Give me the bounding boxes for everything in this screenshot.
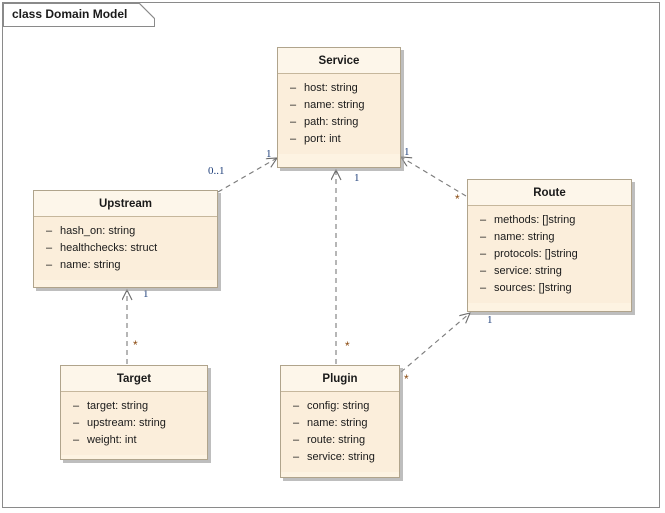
attribute-signature: target: string [87, 400, 149, 412]
attribute-row: – name: string [472, 229, 627, 246]
attribute-signature: weight: int [87, 434, 137, 446]
uml-class-service[interactable]: Service – host: string – name: string – … [277, 47, 401, 168]
attribute-row: – name: string [282, 97, 396, 114]
attribute-row: – protocols: []string [472, 246, 627, 263]
multiplicity-label: * [455, 192, 460, 206]
multiplicity-label: * [345, 339, 350, 353]
visibility-marker: – [289, 116, 297, 128]
attribute-row: – config: string [285, 398, 395, 415]
attribute-signature: upstream: string [87, 417, 166, 429]
attribute-row: – hash_on: string [38, 223, 213, 240]
visibility-marker: – [72, 400, 80, 412]
attribute-signature: name: string [307, 417, 368, 429]
attribute-signature: port: int [304, 133, 341, 145]
attribute-row: – methods: []string [472, 212, 627, 229]
class-attributes-plugin: – config: string – name: string – route:… [281, 392, 399, 472]
attribute-signature: methods: []string [494, 214, 576, 226]
attribute-signature: path: string [304, 116, 359, 128]
attribute-signature: name: string [60, 259, 121, 271]
visibility-marker: – [292, 434, 300, 446]
uml-class-route[interactable]: Route – methods: []string – name: string… [467, 179, 632, 312]
class-attributes-target: – target: string – upstream: string – we… [61, 392, 207, 455]
class-name-plugin: Plugin [281, 366, 399, 392]
attribute-row: – upstream: string [65, 415, 203, 432]
multiplicity-label: 0..1 [208, 165, 225, 177]
attribute-row: – path: string [282, 114, 396, 131]
visibility-marker: – [479, 265, 487, 277]
attribute-signature: healthchecks: struct [60, 242, 158, 254]
visibility-marker: – [292, 451, 300, 463]
attribute-row: – host: string [282, 80, 396, 97]
visibility-marker: – [292, 417, 300, 429]
class-name-route: Route [468, 180, 631, 206]
multiplicity-label: * [133, 338, 138, 352]
attribute-signature: protocols: []string [494, 248, 578, 260]
attribute-row: – service: string [472, 263, 627, 280]
attribute-signature: host: string [304, 82, 358, 94]
visibility-marker: – [479, 248, 487, 260]
class-name-target: Target [61, 366, 207, 392]
multiplicity-label: 1 [143, 288, 149, 300]
visibility-marker: – [72, 417, 80, 429]
class-name-upstream: Upstream [34, 191, 217, 217]
attribute-signature: route: string [307, 434, 366, 446]
visibility-marker: – [289, 133, 297, 145]
multiplicity-label: 1 [404, 146, 410, 158]
visibility-marker: – [479, 214, 487, 226]
diagram-title-label: class Domain Model [12, 7, 128, 21]
class-attributes-route: – methods: []string – name: string – pro… [468, 206, 631, 303]
diagram-title-tab: class Domain Model [3, 3, 155, 27]
multiplicity-label: 1 [266, 148, 272, 160]
attribute-row: – route: string [285, 432, 395, 449]
uml-class-target[interactable]: Target – target: string – upstream: stri… [60, 365, 208, 460]
visibility-marker: – [292, 400, 300, 412]
attribute-row: – name: string [38, 257, 213, 274]
visibility-marker: – [72, 434, 80, 446]
attribute-row: – sources: []string [472, 280, 627, 297]
attribute-row: – weight: int [65, 432, 203, 449]
attribute-signature: name: string [494, 231, 555, 243]
visibility-marker: – [45, 259, 53, 271]
visibility-marker: – [479, 231, 487, 243]
visibility-marker: – [45, 225, 53, 237]
class-name-service: Service [278, 48, 400, 74]
multiplicity-label: 1 [354, 172, 360, 184]
visibility-marker: – [479, 282, 487, 294]
attribute-signature: config: string [307, 400, 370, 412]
attribute-signature: name: string [304, 99, 365, 111]
attribute-row: – target: string [65, 398, 203, 415]
class-attributes-upstream: – hash_on: string – healthchecks: struct… [34, 217, 217, 280]
visibility-marker: – [289, 82, 297, 94]
attribute-signature: hash_on: string [60, 225, 136, 237]
multiplicity-label: 1 [487, 314, 493, 326]
attribute-signature: service: string [494, 265, 562, 277]
visibility-marker: – [289, 99, 297, 111]
title-tab-shape [3, 3, 155, 27]
uml-class-plugin[interactable]: Plugin – config: string – name: string –… [280, 365, 400, 478]
uml-class-upstream[interactable]: Upstream – hash_on: string – healthcheck… [33, 190, 218, 288]
attribute-row: – port: int [282, 131, 396, 148]
multiplicity-label: * [404, 372, 409, 386]
visibility-marker: – [45, 242, 53, 254]
attribute-row: – healthchecks: struct [38, 240, 213, 257]
attribute-signature: sources: []string [494, 282, 572, 294]
attribute-row: – service: string [285, 449, 395, 466]
attribute-signature: service: string [307, 451, 375, 463]
attribute-row: – name: string [285, 415, 395, 432]
class-attributes-service: – host: string – name: string – path: st… [278, 74, 400, 154]
